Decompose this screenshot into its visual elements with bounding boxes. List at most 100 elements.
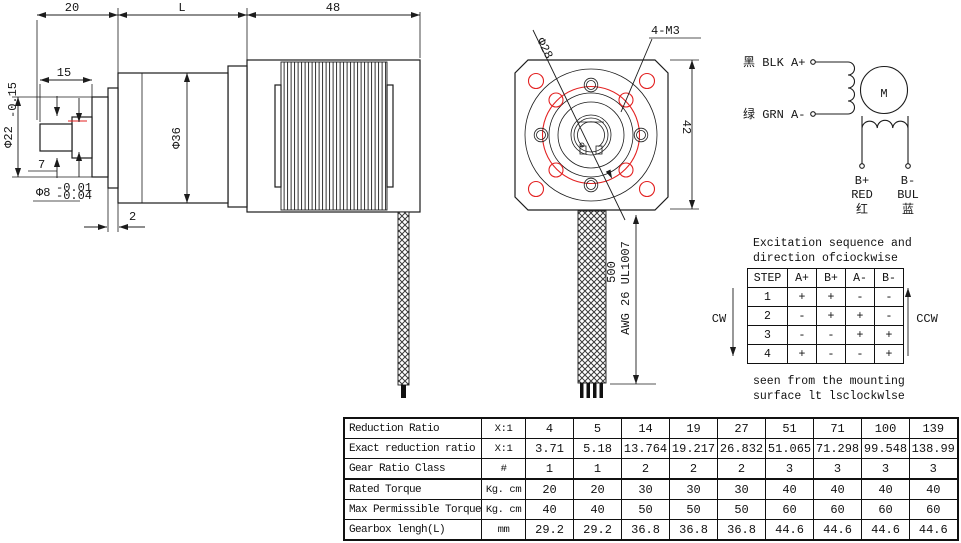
spec-value: 26.832: [717, 438, 767, 459]
corner-holes: [527, 72, 656, 198]
excitation-cell: -: [845, 287, 875, 307]
excitation-header: A-: [845, 268, 875, 288]
dim-text-2: 2: [129, 210, 136, 224]
body-circle-mid: [548, 92, 634, 178]
excitation-cell: +: [845, 306, 875, 326]
spec-value: 60: [909, 499, 959, 520]
shaft-boss-circle: [570, 114, 612, 156]
spec-value: 44.6: [909, 519, 959, 541]
spec-row-label: Exact reduction ratio: [343, 438, 483, 459]
spec-value: 40: [765, 478, 815, 500]
spec-row-unit: X:1: [481, 417, 527, 439]
spec-value: 14: [621, 417, 671, 439]
spec-row-label: Gear Ratio Class: [343, 458, 483, 480]
dim-text-d22-tol: -0.15: [6, 82, 20, 118]
b-minus-color-cn: 蓝: [902, 202, 914, 217]
spec-row-label: Reduction Ratio: [343, 417, 483, 439]
circlip-lug-left: [579, 145, 587, 155]
spec-row-label: Gearbox lengh(L): [343, 519, 483, 541]
front-wire-braid: [577, 210, 607, 384]
excitation-title-line1: Excitation sequence and: [753, 237, 912, 250]
motor-flange-outline: [227, 65, 248, 208]
spec-value: 40: [861, 478, 911, 500]
excitation-caption: seen from the mounting surface lt lscloc…: [753, 374, 905, 404]
excitation-cell: -: [874, 306, 904, 326]
spec-value: 50: [717, 499, 767, 520]
spec-row-unit: X:1: [481, 438, 527, 459]
spec-row-unit: #: [481, 458, 527, 480]
spec-value: 99.548: [861, 438, 911, 459]
spec-value: 44.6: [765, 519, 815, 541]
spec-value: 4: [525, 417, 575, 439]
m3-holes: [548, 92, 634, 178]
lamination-rail-left: [274, 84, 282, 188]
spec-value: 60: [813, 499, 863, 520]
excitation-header: STEP: [747, 268, 788, 288]
spec-value: 138.99: [909, 438, 959, 459]
dim-text-42: 42: [679, 120, 693, 134]
excitation-header: B-: [874, 268, 904, 288]
bolt-circle: [541, 85, 641, 185]
excitation-cell: -: [845, 344, 875, 364]
side-view: 20 L 48 15 Φ22 -0.15 7 Φ8 -0.01 -0.04 Φ3…: [2, 1, 421, 398]
dim-text-d28: Φ28: [533, 36, 555, 62]
excitation-cell: +: [874, 325, 904, 345]
spec-value: 20: [573, 478, 623, 500]
b-minus-label: B-: [901, 174, 915, 188]
spec-value: 71.298: [813, 438, 863, 459]
excitation-title: Excitation sequence and direction ofcioc…: [753, 236, 912, 266]
lamination-rail-right: [386, 84, 394, 188]
dim-text-d8-tol-lower: -0.04: [56, 189, 92, 203]
pilot-boss-outline: [91, 96, 109, 178]
spec-value: 27: [717, 417, 767, 439]
excitation-cell: 4: [747, 344, 788, 364]
spec-value: 29.2: [525, 519, 575, 541]
shaft-step-outline: [71, 116, 93, 159]
spec-value: 30: [669, 478, 719, 500]
circlip-lug-right: [595, 145, 603, 155]
excitation-caption-line1: seen from the mounting: [753, 375, 905, 388]
spec-value: 2: [717, 458, 767, 480]
spec-row-unit: Kg. cm: [481, 499, 527, 520]
dim-text-d36: Φ36: [170, 127, 184, 149]
spec-row: Gearbox lengh(L) mm 29.2 29.2 36.8 36.8 …: [343, 519, 959, 541]
terminal-b-plus: [859, 163, 865, 169]
excitation-header-row: STEP A+ B+ A- B-: [747, 268, 904, 288]
spec-value: 60: [765, 499, 815, 520]
excitation-cell: 2: [747, 306, 788, 326]
spec-row: Rated Torque Kg. cm 20 20 30 30 30 40 40…: [343, 478, 959, 500]
excitation-cell: +: [816, 306, 846, 326]
spec-row-label: Max Permissible Torque: [343, 499, 483, 520]
spec-value: 30: [621, 478, 671, 500]
spec-value: 60: [861, 499, 911, 520]
spec-row-label: Rated Torque: [343, 478, 483, 500]
spec-value: 30: [717, 478, 767, 500]
spec-value: 1: [525, 458, 575, 480]
circlip-ring: [577, 121, 605, 147]
spec-value: 71: [813, 417, 863, 439]
body-circle-inner: [557, 101, 625, 169]
spec-row: Reduction Ratio X:1 4 5 14 19 27 51 71 1…: [343, 417, 959, 439]
excitation-cell: -: [787, 306, 817, 326]
spec-value: 1: [573, 458, 623, 480]
terminal-a-minus: [810, 111, 816, 117]
m3-leader-line: [620, 38, 653, 113]
excitation-row: 2 - + + -: [747, 306, 904, 326]
spec-value: 13.764: [621, 438, 671, 459]
spec-value: 19.217: [669, 438, 719, 459]
spec-value: 40: [573, 499, 623, 520]
dim-text-20: 20: [65, 1, 79, 15]
spec-value: 2: [669, 458, 719, 480]
dim-text-7: 7: [38, 158, 45, 172]
dim-text-d22: Φ22: [2, 126, 16, 148]
phase-a-coil: [847, 61, 856, 115]
spec-value: 3.71: [525, 438, 575, 459]
spec-row: Max Permissible Torque Kg. cm 40 40 50 5…: [343, 499, 959, 520]
dim-text-d8: Φ8: [36, 186, 50, 200]
wiring-diagram: 黑 BLK A+ 绿 GRN A- M B+ RED 红 B- BUL 蓝: [743, 55, 919, 217]
excitation-cell: -: [874, 287, 904, 307]
b-plus-color-en: RED: [851, 188, 873, 202]
spec-value: 51.065: [765, 438, 815, 459]
side-wire-tip: [401, 385, 406, 398]
spec-value: 5: [573, 417, 623, 439]
